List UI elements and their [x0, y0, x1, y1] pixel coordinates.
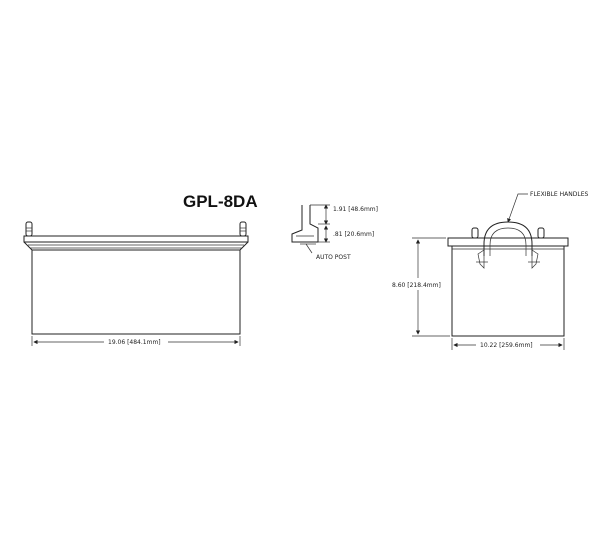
length-dimension: 19.06 [484.1mm] — [108, 339, 161, 346]
side-width-dimension: 10.22 [259.6mm] — [480, 342, 533, 349]
battery-body — [31, 249, 241, 335]
side-height-dimension: 8.60 [218.4mm] — [392, 282, 441, 289]
post-height-dimension: 1.91 [48.6mm] — [333, 206, 378, 213]
left-terminal — [25, 221, 33, 237]
side-right-terminal — [537, 227, 545, 239]
model-title: GPL-8DA — [183, 192, 258, 211]
front-view: 19.06 [484.1mm] — [23, 221, 249, 346]
post-width-dimension: .81 [20.6mm] — [333, 231, 374, 238]
right-terminal — [239, 221, 247, 237]
auto-post-label: AUTO POST — [316, 254, 351, 261]
side-view: FLEXIBLE HANDLES 8.60 [218.4mm] 10.22 [2… — [392, 191, 588, 350]
auto-post-outline — [291, 205, 319, 243]
side-lid — [447, 237, 569, 247]
flexible-handle — [483, 221, 533, 256]
post-detail: 1.91 [48.6mm] .81 [20.6mm] AUTO POST — [291, 204, 378, 261]
flexible-handles-label: FLEXIBLE HANDLES — [530, 191, 588, 198]
side-left-terminal — [471, 227, 479, 239]
battery-lid — [23, 235, 249, 243]
side-body — [451, 245, 565, 337]
